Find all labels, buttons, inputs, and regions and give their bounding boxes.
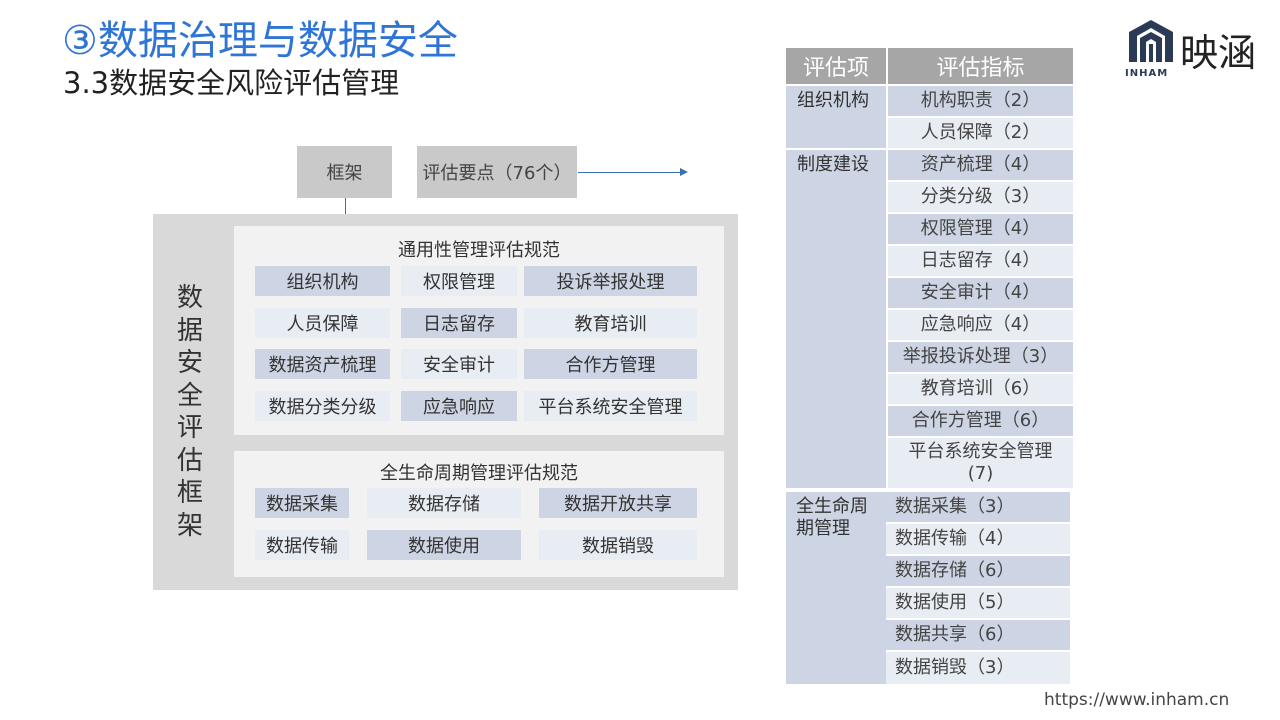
lifecycle-spec-title: 全生命周期管理评估规范 <box>380 463 578 484</box>
table-row: 平台系统安全管理 (7) <box>888 438 1073 488</box>
assessment-points-box: 评估要点（76个） <box>417 146 577 198</box>
general-item: 人员保障 <box>255 308 390 338</box>
lifecycle-item: 数据使用 <box>367 530 521 560</box>
frame-box: 框架 <box>297 146 392 198</box>
footer-url-link[interactable]: https://www.inham.cn <box>1044 690 1230 710</box>
general-item: 数据分类分级 <box>255 391 390 421</box>
general-item: 应急响应 <box>401 391 517 421</box>
table-header-indicator: 评估指标 <box>888 48 1073 84</box>
logo-subtext: INHAM <box>1125 68 1169 79</box>
general-item: 合作方管理 <box>524 349 697 379</box>
table-row: 合作方管理（6） <box>888 406 1073 436</box>
general-item: 权限管理 <box>401 266 517 296</box>
framework-vertical-title: 数 据 安 全 评 估 框 架 <box>176 283 203 541</box>
table-category: 全生命周 期管理 <box>786 492 886 684</box>
table-row: 数据存储（6） <box>886 556 1070 586</box>
general-item: 日志留存 <box>401 308 517 338</box>
right-arrow <box>578 168 688 176</box>
logo-text: 映涵 <box>1180 31 1257 75</box>
house-logo-icon <box>1129 20 1173 62</box>
table-row: 机构职责（2） <box>888 86 1073 116</box>
page-subtitle: 3.3数据安全风险评估管理 <box>63 66 400 100</box>
lifecycle-item: 数据采集 <box>255 488 349 518</box>
lifecycle-item: 数据存储 <box>367 488 521 518</box>
general-spec-title: 通用性管理评估规范 <box>398 240 560 261</box>
lifecycle-item: 数据销毁 <box>539 530 697 560</box>
brand-logo: 映涵 INHAM <box>1124 14 1274 84</box>
table-row: 人员保障（2） <box>888 118 1073 148</box>
table-header-item: 评估项 <box>786 48 886 84</box>
table-category: 组织机构 <box>786 86 886 148</box>
table-category: 制度建设 <box>786 150 886 488</box>
general-item: 安全审计 <box>401 349 517 379</box>
lifecycle-item: 数据传输 <box>255 530 349 560</box>
table-row: 权限管理（4） <box>888 214 1073 244</box>
general-item: 教育培训 <box>524 308 697 338</box>
table-row: 教育培训（6） <box>888 374 1073 404</box>
table-row: 数据销毁（3） <box>886 652 1070 684</box>
general-item: 数据资产梳理 <box>255 349 390 379</box>
table-row: 应急响应（4） <box>888 310 1073 340</box>
general-item: 组织机构 <box>255 266 390 296</box>
table-row: 日志留存（4） <box>888 246 1073 276</box>
general-item: 投诉举报处理 <box>524 266 697 296</box>
table-row: 数据使用（5） <box>886 588 1070 618</box>
table-row: 安全审计（4） <box>888 278 1073 308</box>
table-row: 数据共享（6） <box>886 620 1070 650</box>
lifecycle-item: 数据开放共享 <box>539 488 697 518</box>
table-row: 分类分级（3） <box>888 182 1073 212</box>
table-row: 数据传输（4） <box>886 524 1070 554</box>
page-title: ③数据治理与数据安全 <box>62 18 458 64</box>
general-item: 平台系统安全管理 <box>524 391 697 421</box>
table-row: 资产梳理（4） <box>888 150 1073 180</box>
table-row: 举报投诉处理（3） <box>888 342 1073 372</box>
table-row: 数据采集（3） <box>886 492 1070 522</box>
